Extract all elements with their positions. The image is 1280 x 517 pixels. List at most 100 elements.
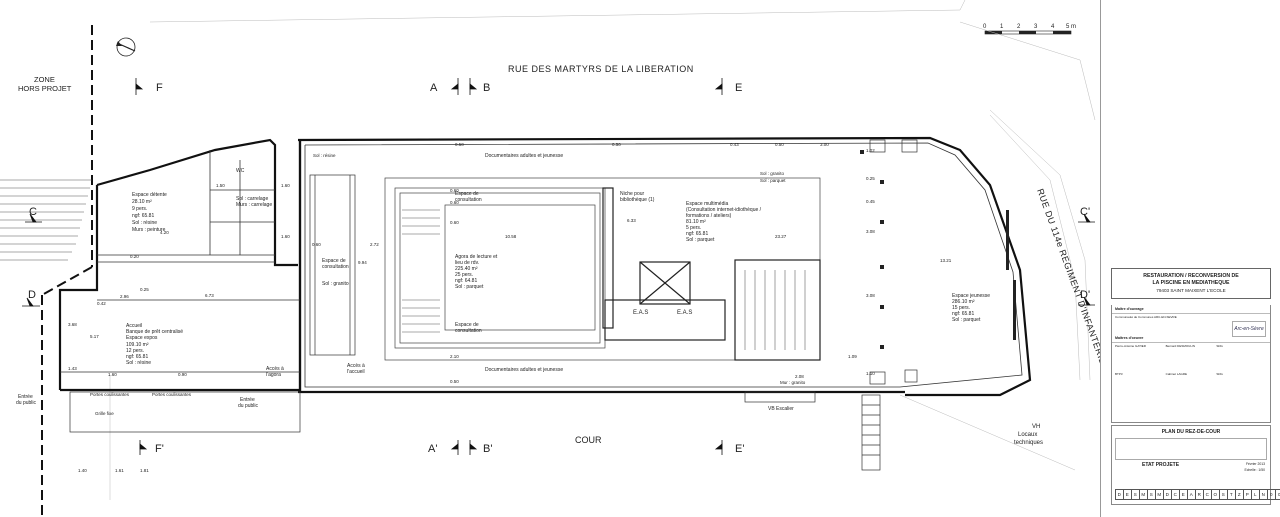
- eas-label-1: E.A.S: [633, 310, 648, 316]
- svg-text:225.40 m²: 225.40 m²: [455, 266, 478, 272]
- scale-bar: 0 1 2 3 4 5 m: [983, 24, 1076, 35]
- svg-text:Sol : carrelage: Sol : carrelage: [236, 196, 268, 202]
- svg-text:VH: VH: [1032, 424, 1040, 430]
- svg-text:l'agora: l'agora: [266, 372, 281, 378]
- svg-text:1.60: 1.60: [281, 234, 290, 239]
- svg-text:0.20: 0.20: [130, 254, 139, 259]
- acces-agora: Accès à l'agora: [266, 366, 284, 378]
- svg-text:Banque de prêt centralisé: Banque de prêt centralisé: [126, 329, 183, 335]
- svg-text:consultation: consultation: [322, 264, 349, 270]
- svg-text:4.20: 4.20: [160, 230, 169, 235]
- exterior-stairs: [0, 179, 92, 261]
- project-city: 79403 SAINT MAIXENT L'ECOLE: [1156, 288, 1226, 293]
- svg-text:0.90: 0.90: [178, 372, 187, 377]
- svg-text:2.10: 2.10: [450, 354, 459, 359]
- svg-text:0.60: 0.60: [450, 188, 459, 193]
- svg-text:Sol : parquet: Sol : parquet: [760, 178, 786, 183]
- room-agora-lecture: Agora de lecture et lieu de rdv. 225.40 …: [455, 254, 498, 290]
- acces-accueil: Accès à l'accueil: [347, 363, 365, 375]
- section-d-label: D: [28, 289, 36, 301]
- svg-text:bibliothèque (1): bibliothèque (1): [620, 197, 655, 203]
- svg-text:1.61: 1.61: [115, 468, 124, 473]
- moe-2: Bernard DESMOULIN: [1165, 344, 1196, 348]
- portes-label-2: Portes coulissantes: [152, 392, 192, 397]
- portes-label-1: Portes coulissantes: [90, 392, 130, 397]
- svg-text:Mur : granito: Mur : granito: [780, 380, 806, 385]
- svg-text:3.08: 3.08: [866, 293, 875, 298]
- svg-text:Espace de: Espace de: [322, 258, 346, 264]
- section-markers: [22, 78, 1095, 455]
- room-detente: Espace détente 28.10 m² 9 pers. ngf: 65.…: [132, 192, 167, 233]
- moe-3: SDG: [1216, 344, 1223, 348]
- svg-text:consultation: consultation: [455, 197, 482, 203]
- svg-text:9.94: 9.94: [358, 260, 367, 265]
- svg-text:Murs : peinture: Murs : peinture: [132, 227, 166, 233]
- svg-text:0.50: 0.50: [775, 142, 784, 147]
- revision-grid: [1115, 438, 1267, 460]
- scale-label-3: 3: [1034, 24, 1038, 30]
- street-north-label: RUE DES MARTYRS DE LA LIBERATION: [508, 64, 694, 74]
- svg-text:0.25: 0.25: [866, 176, 875, 181]
- svg-text:Espace jeunesse: Espace jeunesse: [952, 293, 990, 299]
- plan-title: PLAN DU REZ-DE-COUR: [1161, 429, 1221, 435]
- svg-text:109.10 m²: 109.10 m²: [126, 342, 149, 348]
- svg-text:23.27: 23.27: [775, 234, 787, 239]
- svg-text:ngf: 65.81: ngf: 65.81: [952, 311, 974, 317]
- svg-text:1.09: 1.09: [848, 354, 857, 359]
- svg-text:3.00: 3.00: [820, 142, 829, 147]
- section-e-prime-label: E': [735, 443, 744, 455]
- section-e-label: E: [735, 82, 742, 94]
- svg-text:0.60: 0.60: [450, 200, 459, 205]
- svg-text:25 pers.: 25 pers.: [455, 272, 473, 278]
- maitre-ouvrage-name: Communauté de Communes ARC-EN-SEVRE: [1115, 315, 1177, 319]
- zone-label-2: HORS PROJET: [18, 84, 72, 93]
- maitre-ouvrage-heading: Maître d'ouvrage: [1112, 305, 1270, 314]
- maitre-oeuvre-heading: Maîtres d'oeuvre: [1112, 334, 1270, 343]
- code-char: 0: [1275, 489, 1280, 500]
- moe-4: BTP3: [1115, 372, 1123, 376]
- vb-escalier-label: VB Escalier: [768, 406, 794, 412]
- svg-text:0.60: 0.60: [312, 242, 321, 247]
- north-arrow-icon: [116, 37, 136, 57]
- room-jeunesse: Espace jeunesse 286.10 m² 15 pers. ngf: …: [952, 293, 990, 323]
- room-consultation-west: Espace de consultation Sol : granito: [322, 258, 349, 287]
- svg-text:1.81: 1.81: [140, 468, 149, 473]
- svg-text:Accès à: Accès à: [266, 366, 284, 372]
- svg-text:Sol : résine: Sol : résine: [126, 360, 151, 366]
- svg-text:consultation: consultation: [455, 328, 482, 334]
- entree-public-west: Entrée du public: [16, 394, 37, 406]
- section-a-label: A: [430, 82, 438, 94]
- svg-text:du public: du public: [16, 400, 37, 406]
- svg-text:0.60: 0.60: [450, 220, 459, 225]
- svg-text:Agora de lecture et: Agora de lecture et: [455, 254, 498, 260]
- svg-text:l'accueil: l'accueil: [347, 369, 365, 375]
- section-f-prime-label: F': [155, 443, 164, 455]
- svg-text:12 pers.: 12 pers.: [126, 348, 144, 354]
- svg-text:1.40: 1.40: [78, 468, 87, 473]
- svg-text:1.43: 1.43: [68, 366, 77, 371]
- svg-text:Sol : parquet: Sol : parquet: [455, 284, 484, 290]
- scale-label-5: 5 m: [1066, 24, 1076, 30]
- room-docs-north: Documentaires adultes et jeunesse: [485, 153, 563, 159]
- svg-text:Sol : granito: Sol : granito: [760, 171, 785, 176]
- section-f-label: F: [156, 82, 163, 94]
- plan-info-box: PLAN DU REZ-DE-COUR ETAT PROJETE Février…: [1111, 425, 1280, 505]
- svg-text:6.33: 6.33: [627, 218, 636, 223]
- moe-1: Pierre-Antoine GATIER: [1115, 344, 1146, 348]
- svg-text:Accueil: Accueil: [126, 323, 142, 329]
- scale-label-1: 1: [1000, 24, 1004, 30]
- scale-label-4: 4: [1051, 24, 1055, 30]
- svg-text:2.08: 2.08: [795, 374, 804, 379]
- scale-label-0: 0: [983, 24, 987, 30]
- site-context-lines: [109, 0, 1096, 500]
- svg-text:(Consultation internet-idiothè: (Consultation internet-idiothèque /: [686, 207, 762, 213]
- svg-text:Murs : carrelage: Murs : carrelage: [236, 202, 272, 208]
- client-logo: Arc-en-Sèvre: [1232, 321, 1266, 337]
- section-c-label: C: [29, 206, 37, 218]
- building-walls: [58, 136, 1032, 397]
- svg-text:ngf: 65.81: ngf: 65.81: [132, 213, 154, 219]
- section-b-prime-label: B': [483, 443, 492, 455]
- room-consultation-sw: Espace de consultation: [455, 322, 482, 334]
- svg-text:ngf: 65.81: ngf: 65.81: [126, 354, 148, 360]
- room-accueil: Accueil Banque de prêt centralisé Espace…: [126, 323, 183, 366]
